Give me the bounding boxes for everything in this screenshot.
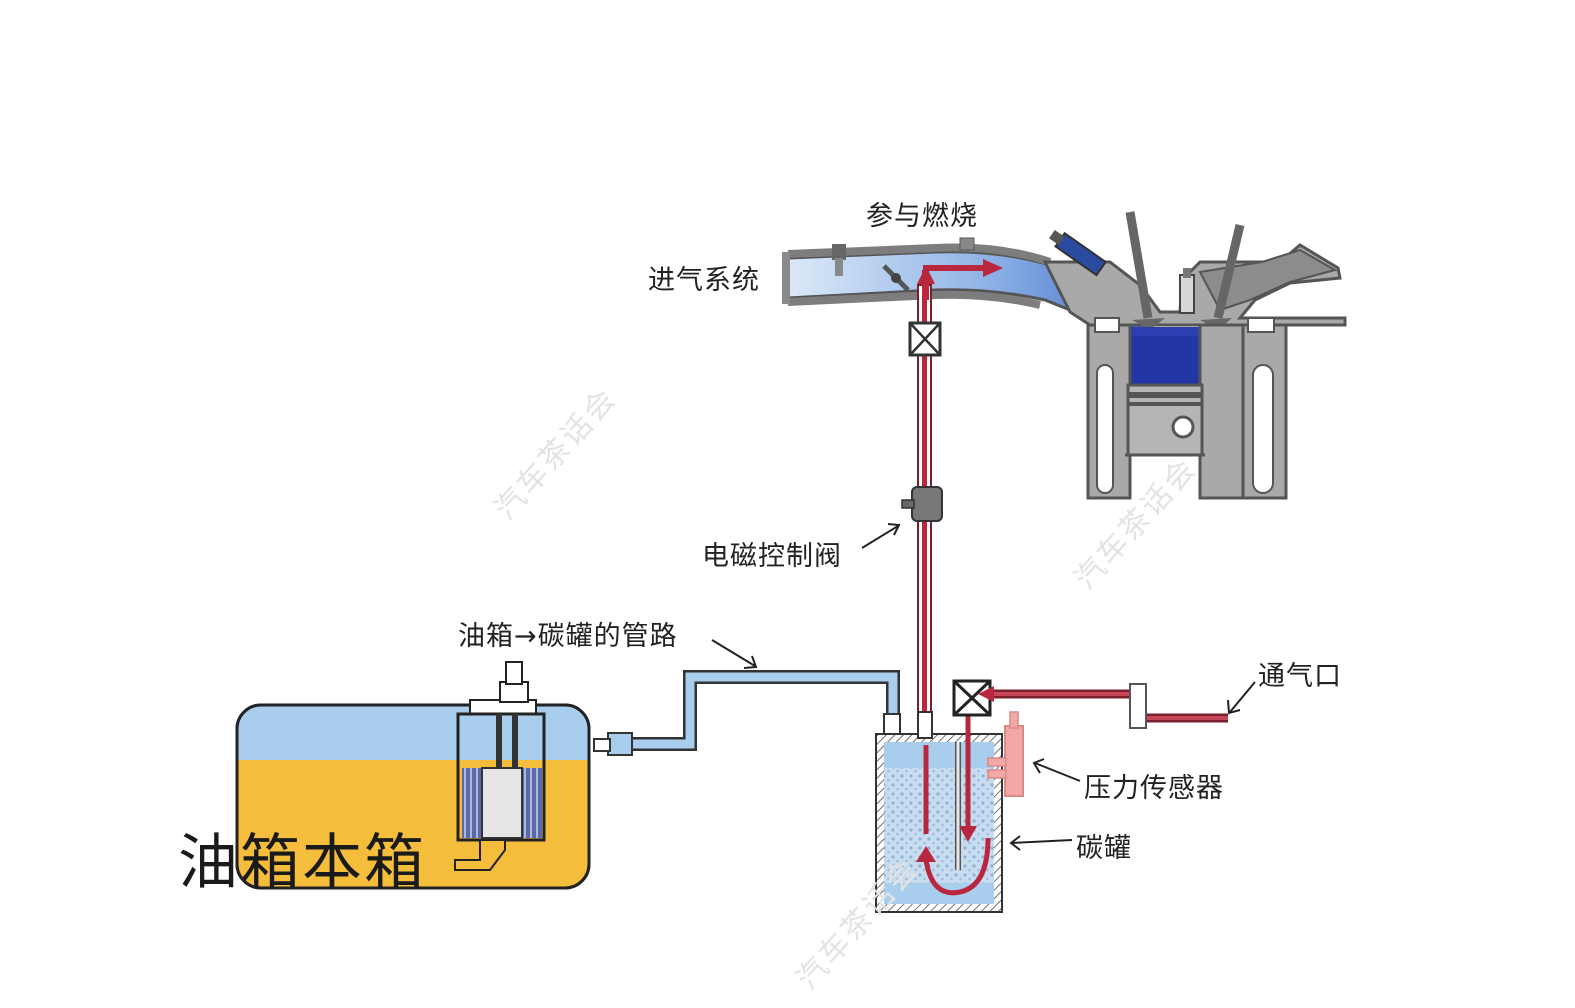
purge-flow-arrow	[917, 259, 1003, 300]
pressure-sensor	[987, 711, 1024, 797]
vent-line	[952, 679, 1228, 729]
solenoid-valve	[901, 486, 943, 522]
label-fuel-tank: 油箱本箱	[178, 828, 426, 898]
fuel-tank	[235, 661, 591, 890]
label-combustion: 参与燃烧	[866, 201, 978, 232]
leader-lines	[711, 523, 1256, 851]
label-solenoid-valve: 电磁控制阀	[702, 541, 842, 572]
tank-to-canister-pipe	[593, 670, 901, 756]
label-pressure-sensor: 压力传感器	[1084, 773, 1224, 804]
label-canister: 碳罐	[1076, 833, 1132, 864]
label-intake-system: 进气系统	[648, 265, 760, 296]
engine-cylinder-head	[782, 211, 1347, 500]
charcoal-canister	[875, 711, 1003, 913]
label-vent: 通气口	[1258, 661, 1342, 692]
label-tank-canister-pipe: 油箱→碳罐的管路	[458, 621, 678, 652]
